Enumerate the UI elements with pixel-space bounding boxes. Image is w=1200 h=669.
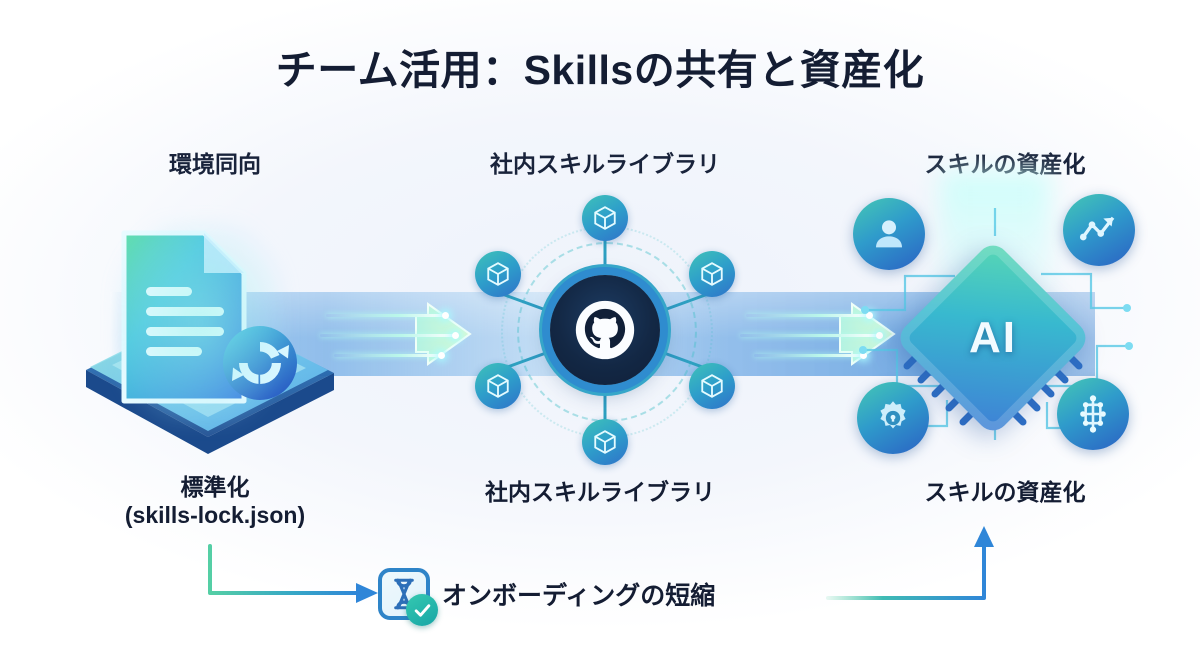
stage-standardization-bottom-label: 標準化 (skills-lock.json) bbox=[40, 473, 390, 529]
neural-network-satellite bbox=[1057, 378, 1129, 450]
package-cube-icon bbox=[487, 262, 509, 286]
stage-skill-library-bottom-label: 社内スキルライブラリ bbox=[485, 479, 715, 505]
stage-standardization-bottom-line2: (skills-lock.json) bbox=[124, 502, 306, 529]
growth-chart-icon bbox=[1079, 216, 1115, 241]
package-cube-node bbox=[582, 419, 628, 465]
hourglass-icon bbox=[378, 568, 438, 626]
onboarding-callout: オンボーディングの短縮 bbox=[378, 563, 716, 626]
package-cube-node bbox=[475, 251, 521, 297]
arrow-library-to-asset bbox=[740, 292, 910, 376]
github-octocat-icon bbox=[575, 300, 635, 360]
page-title: チーム活用：Skillsの共有と資産化 bbox=[275, 47, 925, 93]
stage-standardization-top-label: 環境同向 bbox=[169, 151, 261, 177]
gear-lock-satellite bbox=[857, 382, 929, 454]
gear-lock-icon bbox=[880, 401, 906, 429]
stage-skill-library-top-label: 社内スキルライブラリ bbox=[490, 151, 720, 177]
user-person-satellite bbox=[853, 198, 925, 270]
package-cube-node bbox=[582, 195, 628, 241]
document-glow bbox=[118, 223, 283, 423]
stage-standardization-bottom-line1: 標準化 bbox=[180, 474, 250, 500]
check-glyph bbox=[414, 603, 430, 617]
check-circle-icon bbox=[406, 594, 438, 626]
arrow-standardization-to-library bbox=[320, 292, 490, 376]
package-cube-icon bbox=[701, 374, 723, 398]
connector-arrowhead-right bbox=[356, 583, 378, 603]
package-cube-icon bbox=[701, 262, 723, 286]
package-cube-node bbox=[689, 251, 735, 297]
package-cube-icon bbox=[487, 374, 509, 398]
connector-arrowhead-up bbox=[974, 526, 994, 547]
user-person-icon bbox=[876, 220, 902, 248]
package-cube-node bbox=[689, 363, 735, 409]
connector-callout-to-asset bbox=[826, 543, 986, 600]
onboarding-callout-text: オンボーディングの短縮 bbox=[442, 582, 716, 610]
neural-network-icon bbox=[1080, 395, 1106, 433]
connector-standardization-to-callout bbox=[208, 544, 360, 595]
ai-chip-label: AI bbox=[969, 313, 1017, 362]
stage-standardization-graphic bbox=[78, 215, 343, 470]
package-cube-node bbox=[475, 363, 521, 409]
growth-chart-satellite bbox=[1063, 194, 1135, 266]
stage-skill-asset-bottom-label: スキルの資産化 bbox=[924, 479, 1086, 505]
package-cube-icon bbox=[594, 206, 616, 230]
github-hub-core bbox=[550, 275, 660, 385]
package-cube-icon bbox=[594, 430, 616, 454]
stage-skill-asset-graphic: AI bbox=[845, 172, 1145, 465]
stage-skill-library-graphic bbox=[470, 195, 740, 465]
